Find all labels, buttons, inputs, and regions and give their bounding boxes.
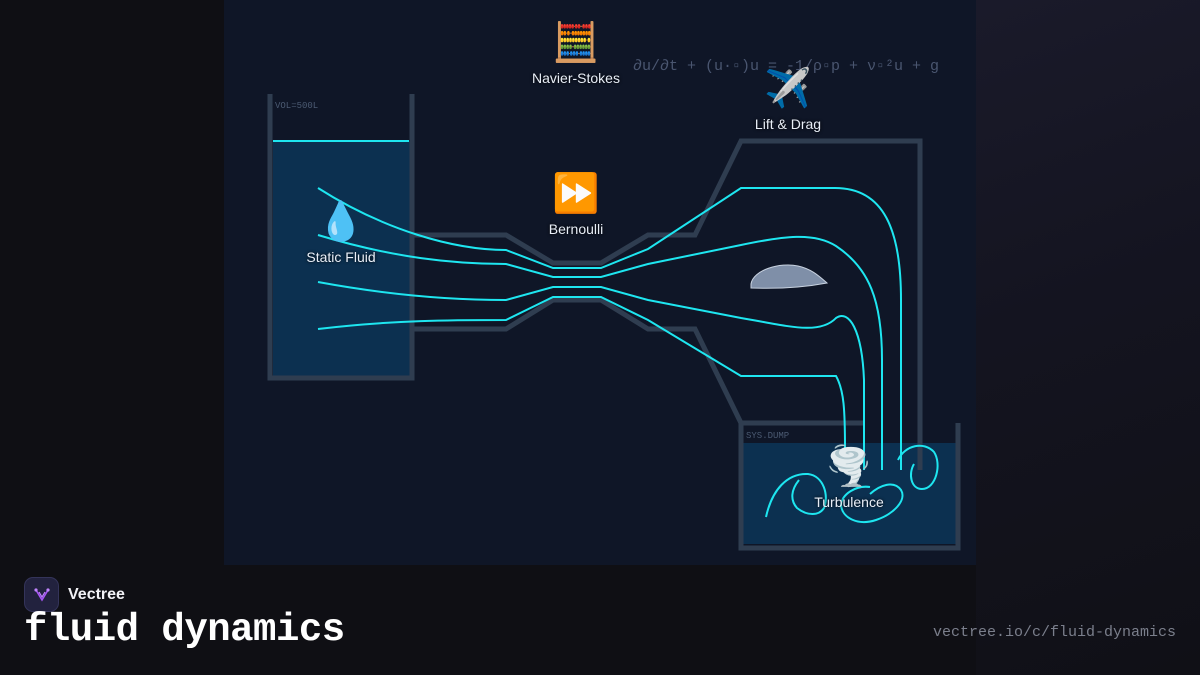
droplet-icon: 💧 xyxy=(317,199,365,243)
tank-volume-label: VOL=500L xyxy=(275,101,319,111)
node-lift-drag-label: Lift & Drag xyxy=(754,116,822,132)
node-bernoulli: ⏩ Bernoulli xyxy=(549,171,603,237)
pipe-lower-wall xyxy=(412,297,961,551)
abacus-icon: 🧮 xyxy=(552,20,600,64)
node-lift-drag: ✈️ Lift & Drag xyxy=(755,66,821,132)
fast-forward-icon: ⏩ xyxy=(552,171,600,215)
streamline-3 xyxy=(317,281,865,470)
node-navier-stokes-label: Navier-Stokes xyxy=(532,70,620,86)
dump-label: SYS.DUMP xyxy=(746,431,790,441)
airfoil xyxy=(750,264,829,289)
tornado-icon: 🌪️ xyxy=(825,444,873,488)
airplane-icon: ✈️ xyxy=(764,66,812,110)
node-static-fluid: 💧 Static Fluid xyxy=(306,199,375,265)
brand-name: Vectree xyxy=(68,585,125,603)
turbulence-swirl-2 xyxy=(839,483,904,524)
node-bernoulli-label: Bernoulli xyxy=(548,221,604,237)
streamline-4 xyxy=(317,296,846,451)
page-title: fluid dynamics xyxy=(24,608,345,652)
brand: Vectree xyxy=(24,577,125,612)
diagram-panel: VOL=500L SYS.DUMP ∂u/∂t + (u·▫)u = -1/ρ▫… xyxy=(224,0,976,565)
pipe-upper-wall xyxy=(412,138,923,470)
streamline-1 xyxy=(317,187,902,470)
tank-fluid xyxy=(273,141,410,376)
navier-stokes-equation: ∂u/∂t + (u·▫)u = -1/ρ▫p + ν▫²u + g xyxy=(633,58,940,75)
node-navier-stokes: 🧮 Navier-Stokes xyxy=(532,20,620,86)
turbulence-swirl-3 xyxy=(897,444,939,491)
background-gradient xyxy=(976,0,1200,675)
node-turbulence-label: Turbulence xyxy=(814,494,884,510)
turbulence-swirl-1 xyxy=(765,472,827,518)
node-turbulence: 🌪️ Turbulence xyxy=(814,444,884,510)
node-static-fluid-label: Static Fluid xyxy=(306,249,376,265)
vectree-logo-icon xyxy=(24,577,59,612)
page-url[interactable]: vectree.io/c/fluid-dynamics xyxy=(932,624,1176,641)
streamline-2 xyxy=(317,234,883,470)
fluid-diagram xyxy=(267,94,961,551)
